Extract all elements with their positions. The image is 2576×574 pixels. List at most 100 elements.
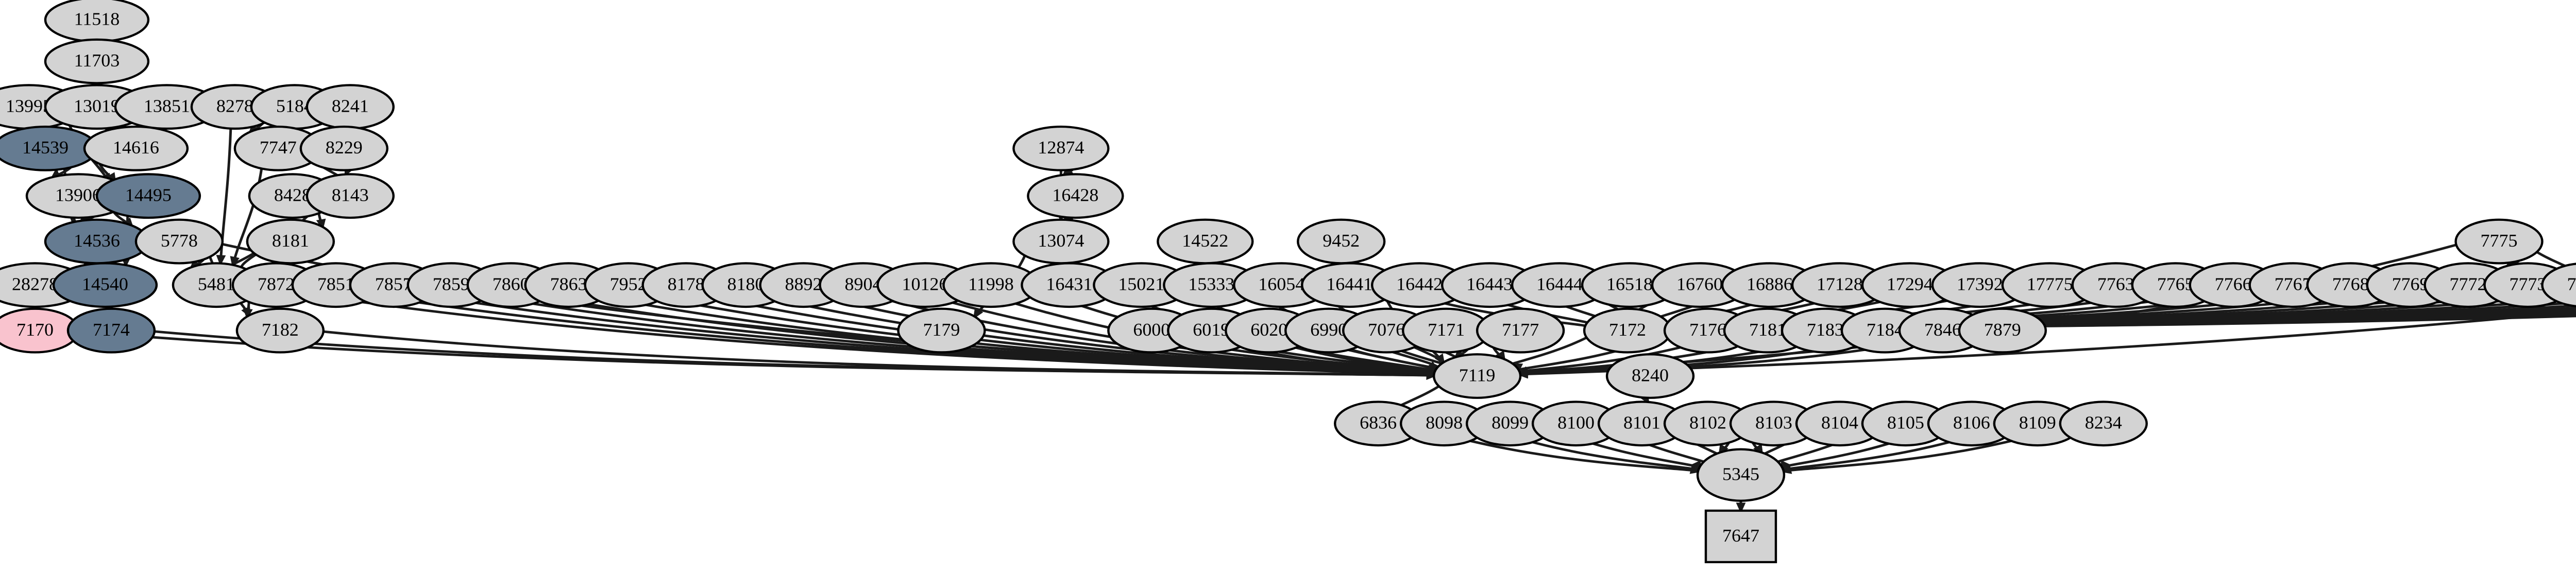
graph-node[interactable]: 8181 (246, 218, 335, 265)
graph-node[interactable]: 8240 (1605, 353, 1695, 399)
graph-node[interactable]: 9452 (1297, 218, 1386, 265)
graph-node[interactable]: 17392 (1931, 262, 2028, 308)
graph-node[interactable]: 17128 (1791, 262, 1889, 308)
graph-node[interactable]: 14495 (95, 173, 201, 219)
graph-node[interactable]: 14522 (1157, 218, 1254, 265)
graph-node[interactable]: 8101 (1597, 401, 1687, 447)
graph-node[interactable]: 7177 (1476, 307, 1565, 354)
graph-node[interactable]: 8229 (299, 125, 388, 171)
graph-node[interactable]: 12874 (1012, 125, 1110, 171)
graph-node[interactable]: 16518 (1581, 262, 1679, 308)
node-ellipse-shape (897, 307, 986, 354)
node-label: 16518 (1606, 274, 1653, 294)
node-label: 6990 (1310, 320, 1347, 340)
node-label: 7763 (2097, 274, 2134, 294)
graph-node[interactable]: 15333 (1163, 262, 1260, 308)
graph-node[interactable]: 8104 (1795, 401, 1885, 447)
node-label: 14539 (22, 138, 69, 158)
node-label: 13906 (55, 185, 101, 205)
graph-node[interactable]: 16428 (1027, 173, 1124, 219)
graph-node[interactable]: 7775 (2454, 218, 2544, 265)
node-label: 8892 (785, 274, 822, 294)
node-label: 7851 (317, 274, 354, 294)
node-ellipse-shape (299, 125, 388, 171)
node-label: 7879 (1984, 320, 2021, 340)
graph-node[interactable]: 16431 (1021, 262, 1118, 308)
graph-node[interactable]: 5345 (1696, 448, 1786, 502)
graph-node[interactable]: 14540 (52, 262, 158, 308)
graph-node[interactable]: 8241 (306, 84, 395, 130)
node-ellipse-shape (1027, 173, 1124, 219)
graph-node[interactable]: 16442 (1370, 262, 1468, 308)
graph-node[interactable]: 7747 (233, 125, 323, 171)
node-label: 16886 (1747, 274, 1793, 294)
graph-node[interactable]: 14616 (83, 125, 189, 171)
graph-node[interactable]: 8234 (2059, 401, 2148, 447)
graph-node[interactable]: 5778 (134, 218, 224, 265)
node-label: 8143 (332, 185, 369, 205)
graph-node[interactable]: 17294 (1861, 262, 1959, 308)
node-label: 11518 (74, 9, 120, 29)
node-label: 13074 (1038, 231, 1084, 251)
graph-node[interactable]: 7879 (1958, 307, 2047, 354)
graph-node[interactable]: 8143 (306, 173, 395, 219)
graph-node[interactable]: 16760 (1651, 262, 1749, 308)
graph-node[interactable]: 8105 (1861, 401, 1951, 447)
graph-node[interactable]: 8098 (1399, 401, 1489, 447)
graph-node[interactable]: 14536 (44, 218, 150, 265)
graph-node[interactable]: 8109 (1993, 401, 2082, 447)
node-label: 8106 (1953, 413, 1990, 432)
graph-node[interactable]: 7170 (0, 307, 80, 354)
graph-node[interactable]: 14539 (0, 125, 98, 171)
graph-node[interactable]: 6836 (1334, 401, 1423, 447)
node-label: 7846 (1924, 320, 1961, 340)
graph-node[interactable]: 8106 (1927, 401, 2016, 447)
graph-node[interactable]: 13074 (1012, 218, 1110, 265)
node-label: 7872 (258, 274, 295, 294)
node-ellipse-shape (235, 307, 325, 354)
graph-node[interactable]: 17775 (2001, 262, 2098, 308)
graph-node[interactable]: 7182 (235, 307, 325, 354)
graph-node[interactable]: 7174 (66, 307, 156, 354)
node-ellipse-shape (2454, 218, 2544, 265)
node-label: 28278 (12, 274, 58, 294)
node-label: 7772 (2450, 274, 2487, 294)
node-ellipse-shape (246, 218, 335, 265)
node-label: 7183 (1807, 320, 1844, 340)
node-ellipse-shape (134, 218, 224, 265)
graph-node[interactable]: 7172 (1583, 307, 1672, 354)
graph-node[interactable]: 7790 (2541, 263, 2576, 308)
node-ellipse-shape (95, 173, 201, 219)
node-label: 5481 (198, 274, 235, 294)
graph-node[interactable]: 8099 (1465, 401, 1555, 447)
graph-node[interactable]: 11703 (44, 38, 150, 84)
graph-node[interactable]: 11998 (942, 262, 1040, 308)
graph-node[interactable]: 11518 (44, 0, 150, 43)
node-label: 7766 (2215, 274, 2252, 294)
node-label: 7790 (2567, 274, 2576, 294)
node-label: 7647 (1722, 526, 1759, 545)
node-label: 9452 (1323, 231, 1360, 251)
node-label: 7181 (1749, 320, 1786, 340)
node-label: 13851 (144, 96, 190, 116)
node-ellipse-shape (1605, 353, 1695, 399)
node-label: 8098 (1426, 413, 1463, 432)
node-label: 7176 (1689, 320, 1726, 340)
graph-node[interactable]: 16054 (1233, 262, 1330, 308)
graph-node[interactable]: 16444 (1511, 262, 1608, 308)
node-label: 8278 (216, 96, 253, 116)
graph-node[interactable]: 7119 (1432, 353, 1522, 399)
node-label: 15333 (1188, 274, 1234, 294)
node-label: 8178 (668, 274, 705, 294)
node-label: 7747 (260, 138, 297, 158)
node-label: 17392 (1957, 274, 2003, 294)
graph-node[interactable]: 7179 (897, 307, 986, 354)
node-label: 7172 (1609, 320, 1646, 340)
node-label: 8099 (1492, 413, 1529, 432)
graph-edge-arrowhead (1516, 369, 1528, 378)
graph-node[interactable]: 7647 (1704, 509, 1777, 564)
node-ellipse-shape (52, 262, 158, 308)
node-label: 8229 (326, 138, 363, 158)
